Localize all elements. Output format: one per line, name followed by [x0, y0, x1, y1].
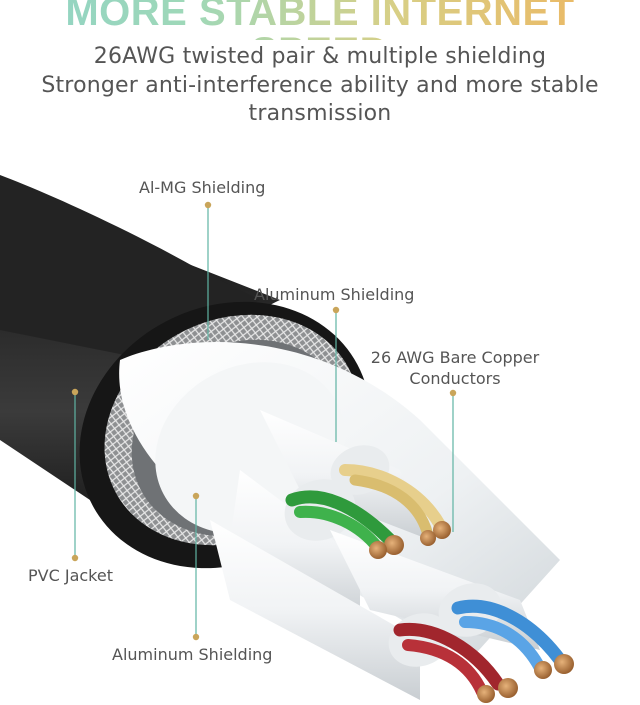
leader-lines: [74, 205, 454, 637]
label-aluminum-shielding-outer: Aluminum Shielding: [112, 645, 273, 664]
label-pvc-jacket: PVC Jacket: [28, 566, 113, 585]
twisted-pair-yellow: [339, 464, 451, 546]
dot-pvc-bottom: [71, 554, 79, 562]
dot-aluminum-outer-top: [192, 492, 200, 500]
dot-aluminum-inner: [332, 306, 340, 314]
leader-dots: [71, 201, 457, 641]
dot-aluminum-outer-bottom: [192, 633, 200, 641]
headline: MORE STABLE INTERNET SPEED: [0, 0, 640, 40]
twisted-pair-red: [393, 622, 518, 703]
subtitle-line-2: Stronger anti-interference ability and m…: [41, 73, 599, 98]
label-almg-shielding: Al-MG Shielding: [139, 178, 266, 197]
subtitle-line-3: transmission: [248, 101, 392, 126]
dot-copper: [449, 389, 457, 397]
dot-pvc-top: [71, 388, 79, 396]
label-copper-line-1: 26 AWG Bare Copper: [370, 348, 540, 367]
twisted-pair-blue: [451, 599, 574, 679]
label-copper-conductors: 26 AWG Bare Copper Conductors: [360, 347, 550, 389]
headline-text: MORE STABLE INTERNET SPEED: [0, 0, 640, 40]
subtitle-line-1: 26AWG twisted pair & multiple shielding: [93, 44, 547, 69]
dot-almg: [204, 201, 212, 209]
label-aluminum-shielding-inner: Aluminum Shielding: [254, 285, 415, 304]
twisted-pair-green: [285, 490, 404, 559]
label-copper-line-2: Conductors: [409, 369, 501, 388]
